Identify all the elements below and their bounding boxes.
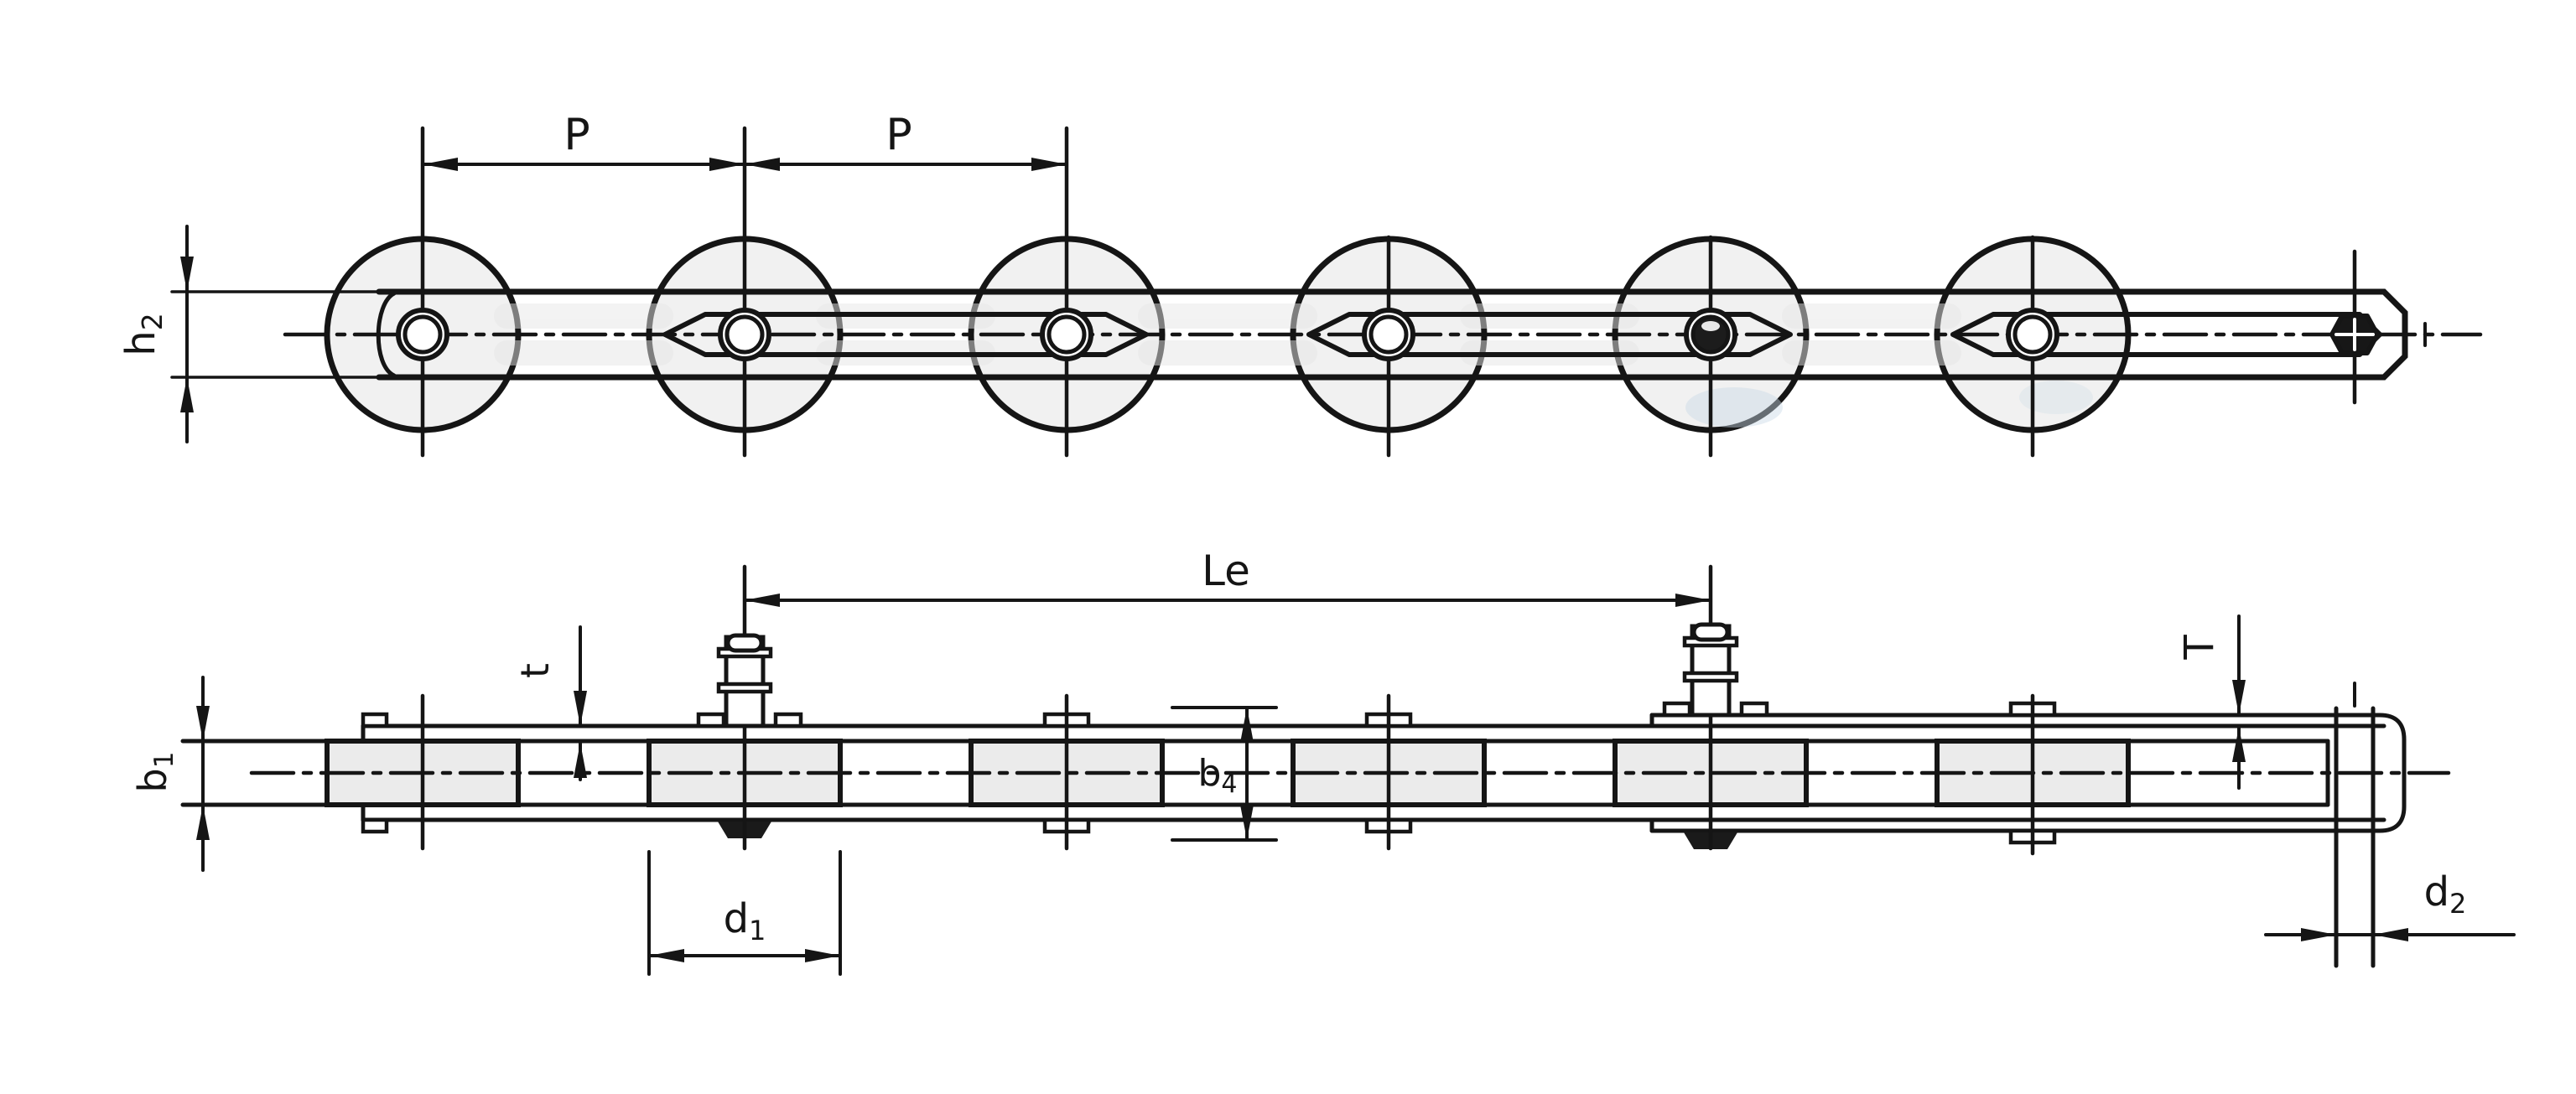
pin-diameter-dimension: d2 xyxy=(2264,868,2516,941)
arrowhead xyxy=(1675,594,1711,607)
arrowhead xyxy=(1240,708,1254,743)
plate-end-lobe xyxy=(361,712,389,728)
plate-shading xyxy=(494,303,1961,366)
end-pin xyxy=(2334,682,2376,968)
arrowhead xyxy=(180,257,194,292)
extended-pin-length-dimension: Le xyxy=(743,547,1712,607)
arrowhead xyxy=(196,706,210,741)
side-elevation-view: P P h2 xyxy=(117,110,2483,458)
arrowhead xyxy=(709,158,745,171)
arrowhead xyxy=(180,377,194,412)
inner-width-label: b1 xyxy=(130,752,179,793)
pitch-label-2: P xyxy=(886,110,911,160)
pin-hubs xyxy=(396,308,2380,361)
plate-height-label: h2 xyxy=(117,313,169,355)
plate-thickness-label-T: T xyxy=(2176,635,2223,661)
arrowhead xyxy=(2301,928,2336,941)
end-pin-hex xyxy=(2329,314,2380,355)
plate-thickness-dimension-T: T xyxy=(2176,614,2246,790)
arrowhead xyxy=(2232,727,2246,762)
extended-pin-length-label: Le xyxy=(1202,547,1250,595)
extended-pin-left xyxy=(716,633,773,728)
arrowhead xyxy=(745,158,780,171)
extended-pin-hub xyxy=(1684,308,1737,361)
roller-diameter-label: d1 xyxy=(724,895,766,946)
arrowhead xyxy=(196,805,210,840)
pitch-label-1: P xyxy=(564,110,589,160)
width-over-pins-dimension: b4 xyxy=(1171,706,1278,842)
arrowhead xyxy=(574,691,587,726)
end-plate-band xyxy=(1649,713,2407,833)
width-over-pins-label: b4 xyxy=(1197,752,1237,799)
pitch-dimension-2: P xyxy=(743,110,1068,171)
roller-diameter-dimension: d1 xyxy=(647,850,842,976)
inner-width-dimension: b1 xyxy=(130,676,210,872)
arrowhead xyxy=(574,743,587,778)
arrowhead xyxy=(2373,928,2408,941)
arrowhead xyxy=(805,949,840,962)
plate-end-lobe xyxy=(361,817,389,834)
arrowhead xyxy=(2232,680,2246,715)
arrowhead xyxy=(1031,158,1067,171)
pitch-dimension-1: P xyxy=(421,110,746,171)
arrowhead xyxy=(1240,805,1254,840)
plate-thickness-label-t: t xyxy=(512,663,558,678)
arrowhead xyxy=(423,158,458,171)
plan-view: Le t T b1 xyxy=(130,547,2516,976)
plate-height-dimension: h2 xyxy=(117,225,194,443)
arrowhead xyxy=(649,949,684,962)
extended-pin-right xyxy=(1682,622,1739,718)
arrowhead xyxy=(745,594,780,607)
plate-thickness-dimension-t: t xyxy=(512,625,587,781)
pin-diameter-label: d2 xyxy=(2424,868,2467,920)
